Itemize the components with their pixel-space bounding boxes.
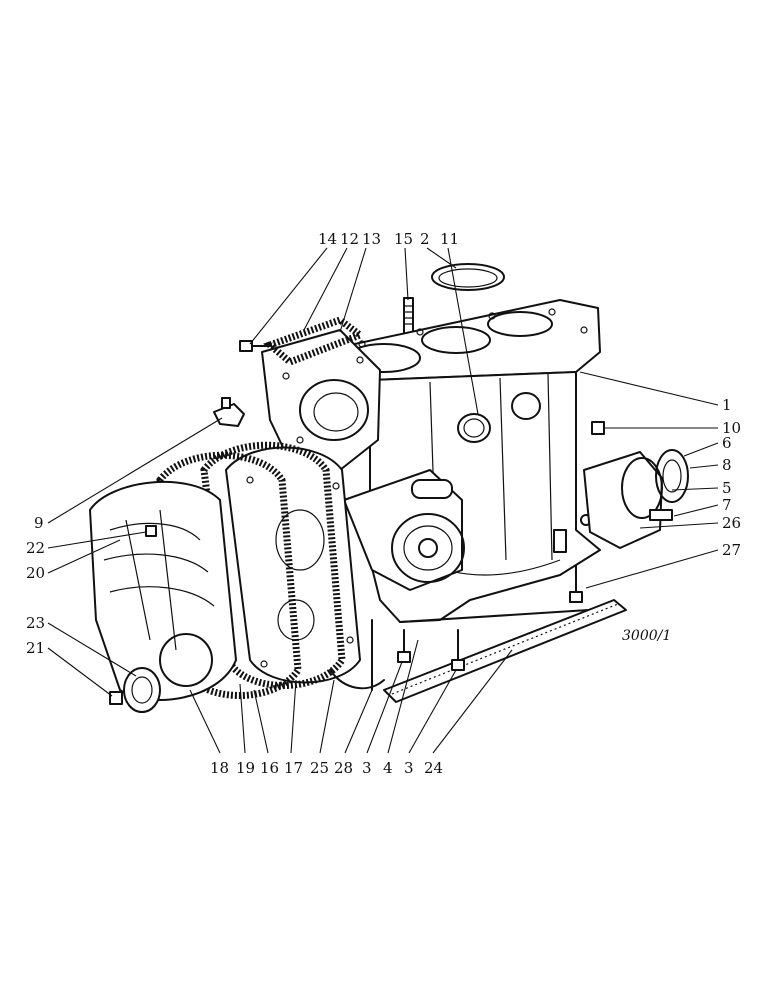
callout-label: 28 bbox=[334, 759, 353, 777]
drawing-reference: 3000/1 bbox=[622, 628, 671, 644]
callout-label: 25 bbox=[310, 759, 329, 777]
bolt-22 bbox=[145, 525, 157, 537]
callout-label: 26 bbox=[722, 514, 741, 532]
callout-label: 13 bbox=[362, 230, 381, 248]
callout-label: 19 bbox=[236, 759, 255, 777]
plug-10 bbox=[591, 421, 605, 435]
rear-seal-housing bbox=[583, 449, 689, 549]
sump-gasket-strip bbox=[383, 599, 627, 703]
callout-label: 10 bbox=[722, 419, 741, 437]
callout-label: 4 bbox=[383, 759, 393, 777]
callout-label: 11 bbox=[440, 230, 459, 248]
bolt-14 bbox=[239, 340, 271, 352]
callout-label: 16 bbox=[260, 759, 279, 777]
callout-label: 18 bbox=[210, 759, 229, 777]
bolt-21 bbox=[109, 691, 123, 705]
callout-label: 2 bbox=[420, 230, 430, 248]
callout-label: 20 bbox=[26, 564, 45, 582]
lower-studs bbox=[371, 565, 583, 691]
callouts-left: 9 22 20 23 21 bbox=[26, 514, 45, 657]
callouts-bottom: 18 19 16 17 25 28 3 4 3 24 bbox=[210, 759, 443, 777]
engine-illustration bbox=[89, 263, 689, 713]
oil-seal bbox=[123, 667, 161, 713]
callout-label: 27 bbox=[722, 541, 741, 559]
callouts-right: 1 10 6 8 5 7 26 27 bbox=[722, 396, 741, 559]
cylinder-liner-ring bbox=[431, 263, 505, 291]
callout-label: 1 bbox=[722, 396, 732, 414]
front-plate bbox=[225, 446, 361, 684]
callout-label: 7 bbox=[722, 496, 732, 514]
callout-label: 24 bbox=[424, 759, 443, 777]
callout-label: 12 bbox=[340, 230, 359, 248]
callout-label: 15 bbox=[394, 230, 413, 248]
filter-boss bbox=[343, 469, 465, 591]
callout-label: 8 bbox=[722, 456, 732, 474]
callouts-top: 14 12 13 15 2 11 bbox=[318, 230, 459, 248]
callout-label: 3 bbox=[404, 759, 414, 777]
timing-cover bbox=[89, 480, 237, 701]
drain-tap bbox=[213, 397, 245, 427]
callout-label: 17 bbox=[284, 759, 303, 777]
callout-label: 3 bbox=[362, 759, 372, 777]
leader-lines bbox=[47, 247, 719, 754]
callout-label: 5 bbox=[722, 479, 732, 497]
callout-label: 9 bbox=[34, 514, 44, 532]
callout-label: 6 bbox=[722, 434, 732, 452]
callout-label: 22 bbox=[26, 539, 45, 557]
callout-label: 14 bbox=[318, 230, 337, 248]
callout-label: 21 bbox=[26, 639, 45, 657]
callout-label: 23 bbox=[26, 614, 45, 632]
